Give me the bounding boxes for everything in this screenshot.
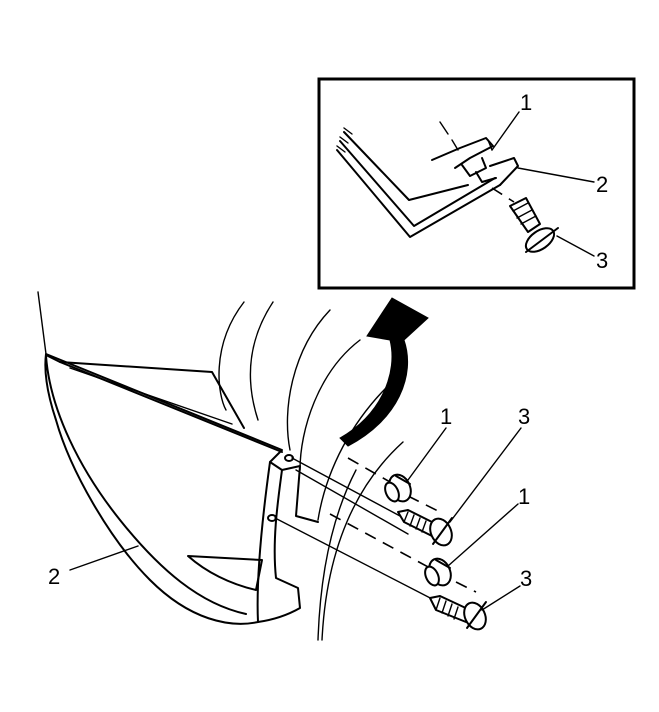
installation-lines [274,457,477,603]
wheel-arch-curve-2 [286,309,331,451]
leader-upper-screw [449,427,522,523]
inset-leader-3 [556,235,595,257]
inset-leader-1 [491,111,520,151]
upper-retainer [384,473,412,503]
wheel-arch-curve-outer [218,301,245,411]
inset-callout-3: 3 [596,248,608,273]
inset-frame [317,77,636,290]
inset-callout-2: 2 [596,172,608,197]
inset-callout-1: 1 [520,90,532,115]
leader-panel [69,545,139,571]
body-edge-line [37,291,47,355]
leader-lower-screw [481,585,521,611]
lower-screw [429,595,487,631]
callout-lower-screw: 3 [520,566,532,591]
callout-upper-screw: 3 [518,404,530,429]
detail-inset: 1 2 3 [317,77,636,290]
wheel-arch-curve-4 [317,381,393,521]
leader-lower-retainer [447,503,519,567]
detail-arrow [339,297,429,447]
lower-retainer [424,557,452,587]
upper-screw [397,509,453,547]
callout-panel: 2 [48,564,60,589]
main-view: 1 3 1 3 2 [37,291,532,641]
inset-leader-2 [517,167,595,183]
wheel-arch-curve-5 [321,441,404,641]
leader-upper-retainer [407,427,447,481]
wheel-arch-curve-1 [249,301,274,421]
wheel-arch-curve-3 [299,339,361,471]
callout-upper-retainer: 1 [440,404,452,429]
inset-screw [491,187,559,253]
callout-lower-retainer: 1 [518,484,530,509]
splash-shield-panel [44,353,319,625]
inset-retainer-clip [431,121,497,183]
inset-panel-section [336,127,519,238]
